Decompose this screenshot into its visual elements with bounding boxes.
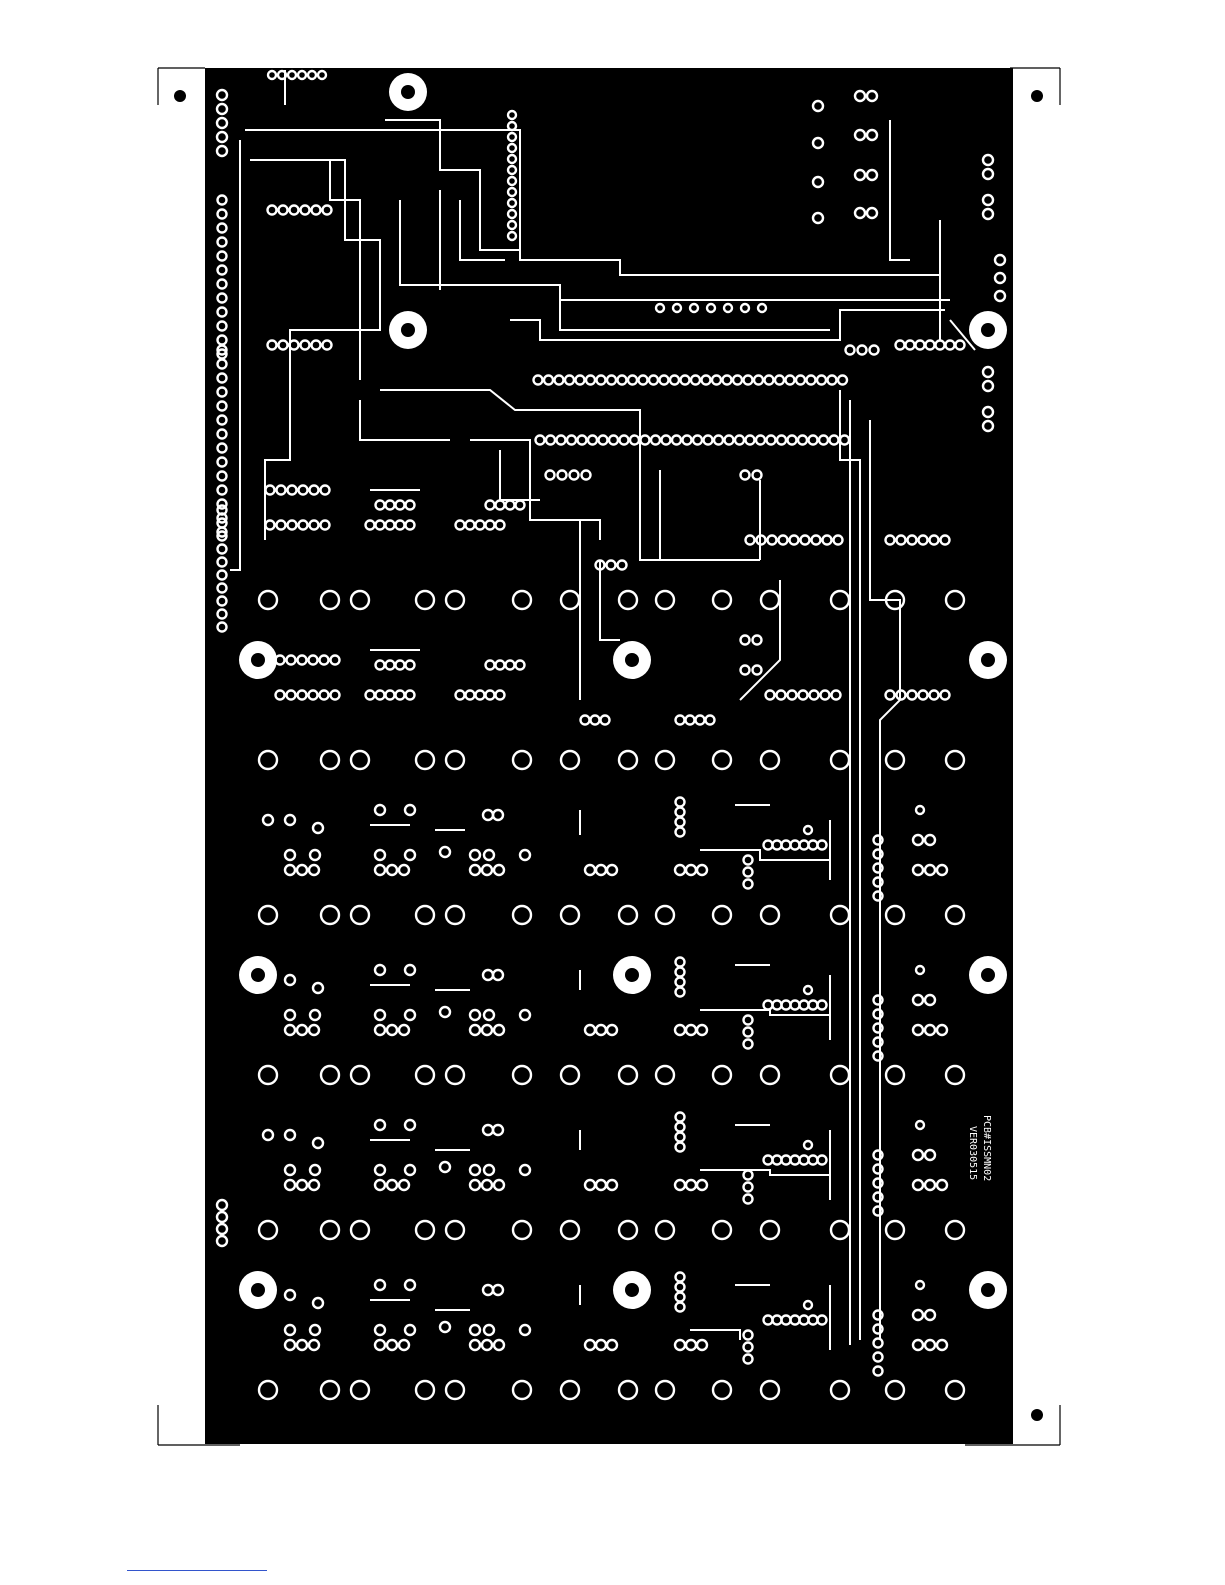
mounting-ring-hole [625, 1283, 639, 1297]
pcb-version-text: VER030515 [967, 1126, 978, 1160]
footer-underline [127, 1570, 267, 1571]
mounting-ring-hole [981, 1283, 995, 1297]
mounting-ring-hole [251, 968, 265, 982]
mounting-ring-hole [251, 653, 265, 667]
mounting-ring-hole [401, 85, 415, 99]
mounting-ring-hole [625, 653, 639, 667]
mounting-ring-hole [981, 653, 995, 667]
mount-hole-top-right [1031, 90, 1043, 102]
mounting-ring-hole [625, 968, 639, 982]
mount-hole-bottom-right [1031, 1409, 1043, 1421]
mounting-ring-hole [981, 968, 995, 982]
mount-hole-top-left [174, 90, 186, 102]
pcb-id-text: PCB#ISSMN02 [981, 1115, 992, 1149]
pcb-version-label: PCB#ISSMN02 VER030515 [962, 1115, 996, 1205]
mounting-ring-hole [401, 323, 415, 337]
mounting-ring-hole [251, 1283, 265, 1297]
mounting-ring-hole [981, 323, 995, 337]
